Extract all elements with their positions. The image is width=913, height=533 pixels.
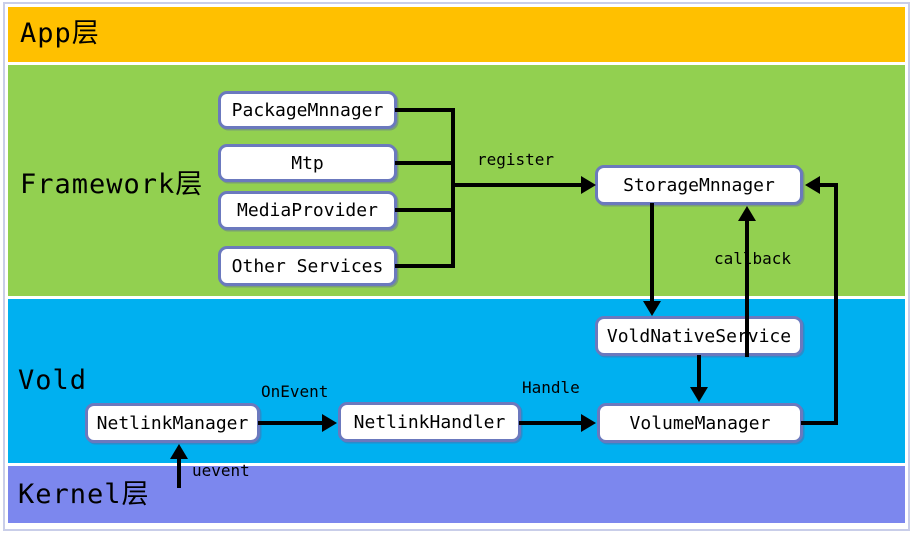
- edge-bus-stub-media-provider: [395, 208, 455, 212]
- layer-label-kernel: Kernel层: [18, 479, 150, 510]
- edge-register-label: register: [477, 150, 555, 169]
- edge-volume-to-storage-arrowhead: [805, 176, 820, 194]
- edge-handle-line: [519, 421, 583, 425]
- edge-volume-to-storage-vertical-line: [834, 183, 838, 425]
- edge-callback-arrowhead: [738, 206, 756, 221]
- edge-onevent-label: OnEvent: [261, 382, 329, 401]
- edge-bus-stub-mtp: [395, 161, 455, 165]
- node-volume-manager: VolumeManager: [597, 403, 803, 443]
- node-netlink-manager: NetlinkManager: [85, 403, 260, 443]
- edge-callback-label: callback: [714, 249, 792, 268]
- layer-label-framework: Framework层: [20, 169, 204, 200]
- edge-callback-line: [745, 219, 749, 357]
- edge-onevent-arrowhead: [322, 414, 337, 432]
- node-mtp: Mtp: [218, 144, 397, 182]
- layer-label-app: App层: [20, 18, 100, 49]
- node-vold-native-service: VoldNativeService: [595, 316, 803, 356]
- edge-uevent-arrowhead: [170, 444, 188, 459]
- node-package-manager: PackageMnnager: [218, 91, 397, 129]
- edge-bus-vertical: [451, 108, 455, 268]
- edge-vns-to-volume-line: [697, 355, 701, 389]
- node-storage-manager: StorageMnnager: [595, 165, 803, 205]
- node-other-services: Other Services: [218, 246, 397, 286]
- edge-volume-to-storage-top-line: [818, 183, 838, 187]
- edge-volume-to-storage-bottom-line: [801, 421, 838, 425]
- layer-band-app: [8, 7, 905, 62]
- edge-vns-to-volume-arrowhead: [690, 387, 708, 402]
- node-media-provider: MediaProvider: [218, 191, 397, 230]
- layer-band-kernel: [8, 466, 905, 523]
- edge-onevent-line: [258, 421, 324, 425]
- layer-label-vold: Vold: [18, 365, 88, 396]
- edge-bus-stub-package-manager: [395, 108, 455, 112]
- edge-register-line: [451, 183, 581, 187]
- edge-uevent-label: uevent: [192, 461, 250, 480]
- diagram-frame: [3, 2, 910, 531]
- edge-handle-arrowhead: [581, 414, 596, 432]
- edge-storage-to-vns-line: [650, 203, 654, 303]
- edge-handle-label: Handle: [522, 378, 580, 397]
- edge-storage-to-vns-arrowhead: [643, 301, 661, 316]
- node-netlink-handler: NetlinkHandler: [338, 402, 521, 442]
- edge-uevent-line: [177, 457, 181, 488]
- edge-register-arrowhead: [581, 176, 596, 194]
- edge-bus-stub-other-services: [395, 264, 455, 268]
